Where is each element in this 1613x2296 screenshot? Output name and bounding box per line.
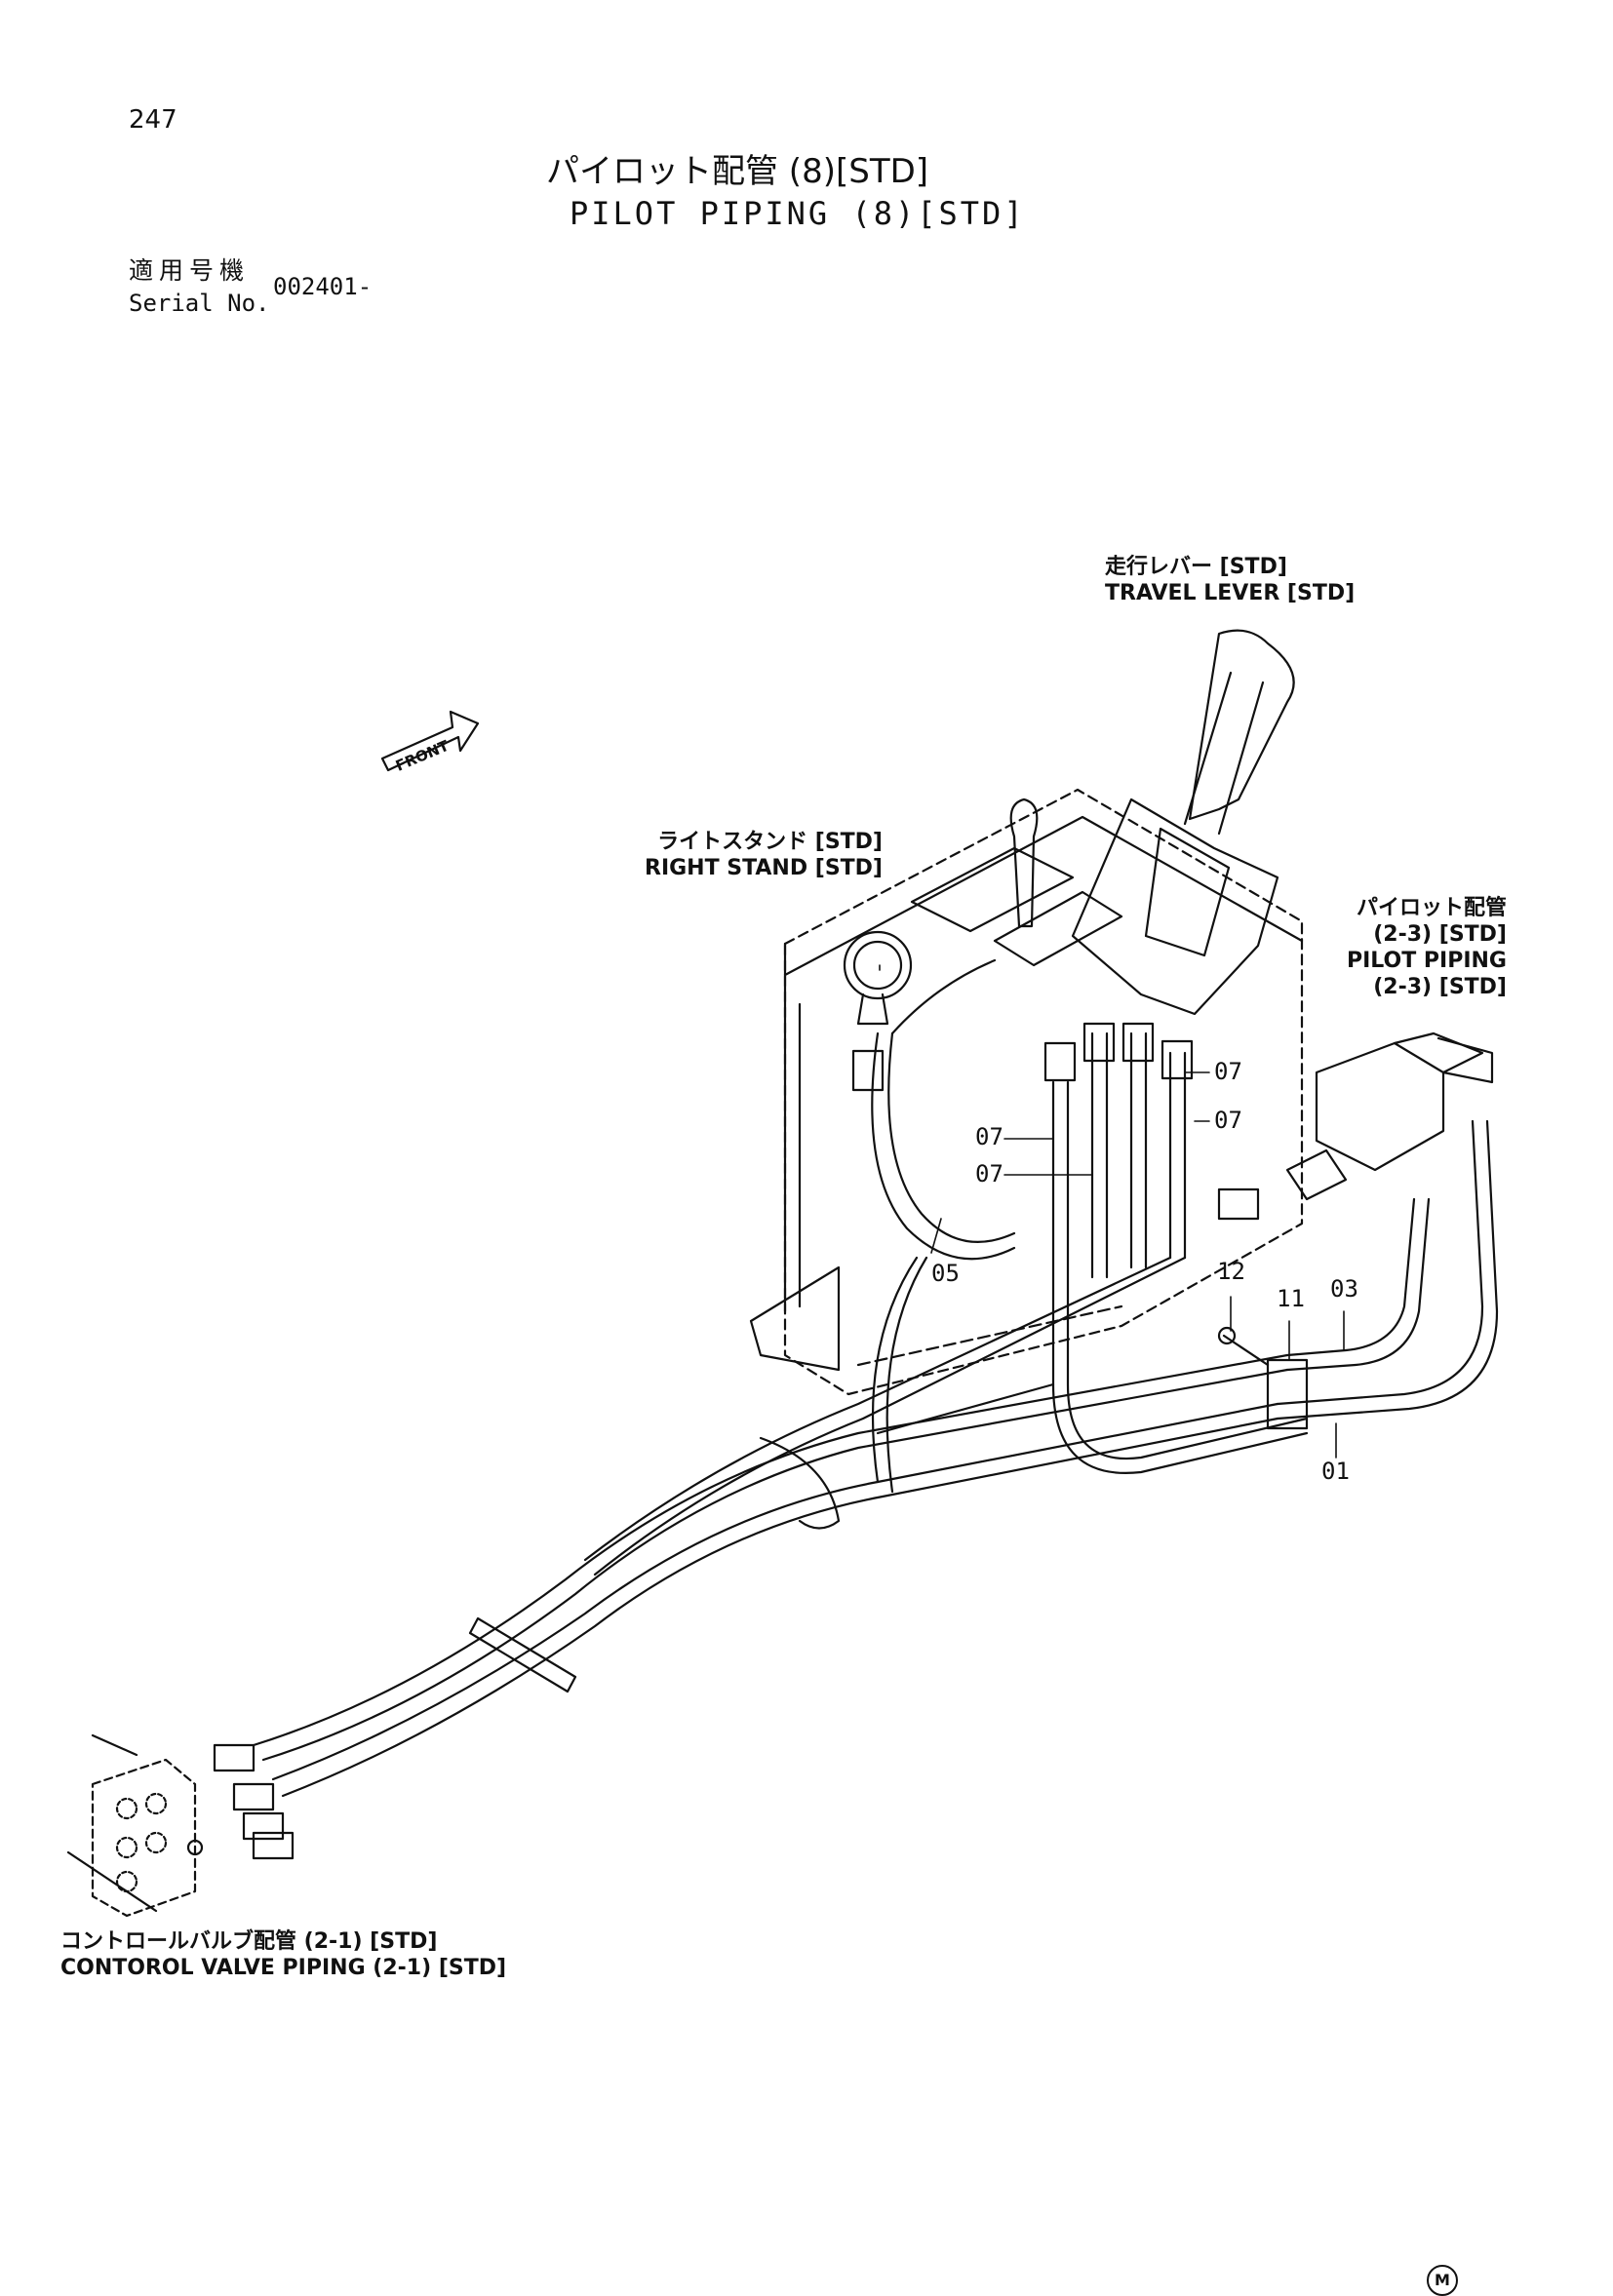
pilot-piping-label-jp-1: パイロット配管 [1356,896,1507,920]
front-arrow-icon [380,710,480,772]
right-stand-label-jp: ライトスタンド [STD] [657,830,883,854]
right-stand-label-en: RIGHT STAND [STD] [645,856,883,880]
part-number-01: 01 [1321,1458,1350,1485]
serial-label-japanese: 適用号機 [129,256,251,285]
bundle-clamp [468,1436,841,1693]
title-english: PILOT PIPING (8)[STD] [570,195,1026,232]
serial-label-english: Serial No. [129,290,270,317]
travel-lever-label-en: TRAVEL LEVER [STD] [1105,581,1356,605]
callout-right-stand: ライトスタンド [STD] RIGHT STAND [STD] [614,829,883,881]
callout-travel-lever: 走行レバー [STD] TRAVEL LEVER [STD] [1105,554,1355,606]
part-number-05: 05 [931,1260,960,1287]
page-number: 247 [129,105,177,135]
part-number-03: 03 [1330,1275,1358,1303]
hoses-01-03 [1276,1119,1499,1420]
part-number-12: 12 [1217,1258,1245,1285]
pressure-gauge-icon [843,930,913,1026]
title-japanese: パイロット配管 (8)[STD] [546,152,929,191]
part-number-07-upper-right: 07 [1214,1058,1242,1085]
control-valve-label-jp: コントロールバルブ配管 (2-1) [STD] [60,1929,438,1954]
front-label: FRONT [393,736,452,774]
part-number-07-lower-left: 07 [975,1160,1003,1187]
lever-knob-outline [1009,798,1039,928]
travel-lever-outline [1071,629,1295,1016]
main-hose-bundle [252,1256,1289,1798]
part-number-07-upper-left: 07 [975,1123,1003,1150]
pilot-piping-label-en-1: PILOT PIPING [1346,949,1507,973]
part-number-07-lower-right: 07 [1214,1107,1242,1134]
serial-number-value: 002401- [273,273,373,300]
control-valve-label-en: CONTOROL VALVE PIPING (2-1) [STD] [60,1956,507,1980]
pilot-piping-label-en-2: (2-3) [STD] [1373,975,1507,999]
control-valve-block [66,1733,295,1918]
hose-05 [871,958,1016,1261]
pilot-valve-block [1285,1031,1494,1201]
copyright-mark-icon: M [1427,2265,1458,2296]
part-leader-lines [879,964,1345,1459]
travel-lever-label-jp: 走行レバー [STD] [1105,555,1287,579]
callout-control-valve: コントロールバルブ配管 (2-1) [STD] CONTOROL VALVE P… [60,1928,506,1981]
hose-fittings [851,1022,1260,1221]
part-number-11: 11 [1277,1285,1305,1312]
pilot-piping-label-jp-2: (2-3) [STD] [1373,922,1507,947]
right-stand-outline [749,788,1304,1396]
callout-pilot-piping: パイロット配管 (2-3) [STD] PILOT PIPING (2-3) [… [1302,895,1507,1000]
